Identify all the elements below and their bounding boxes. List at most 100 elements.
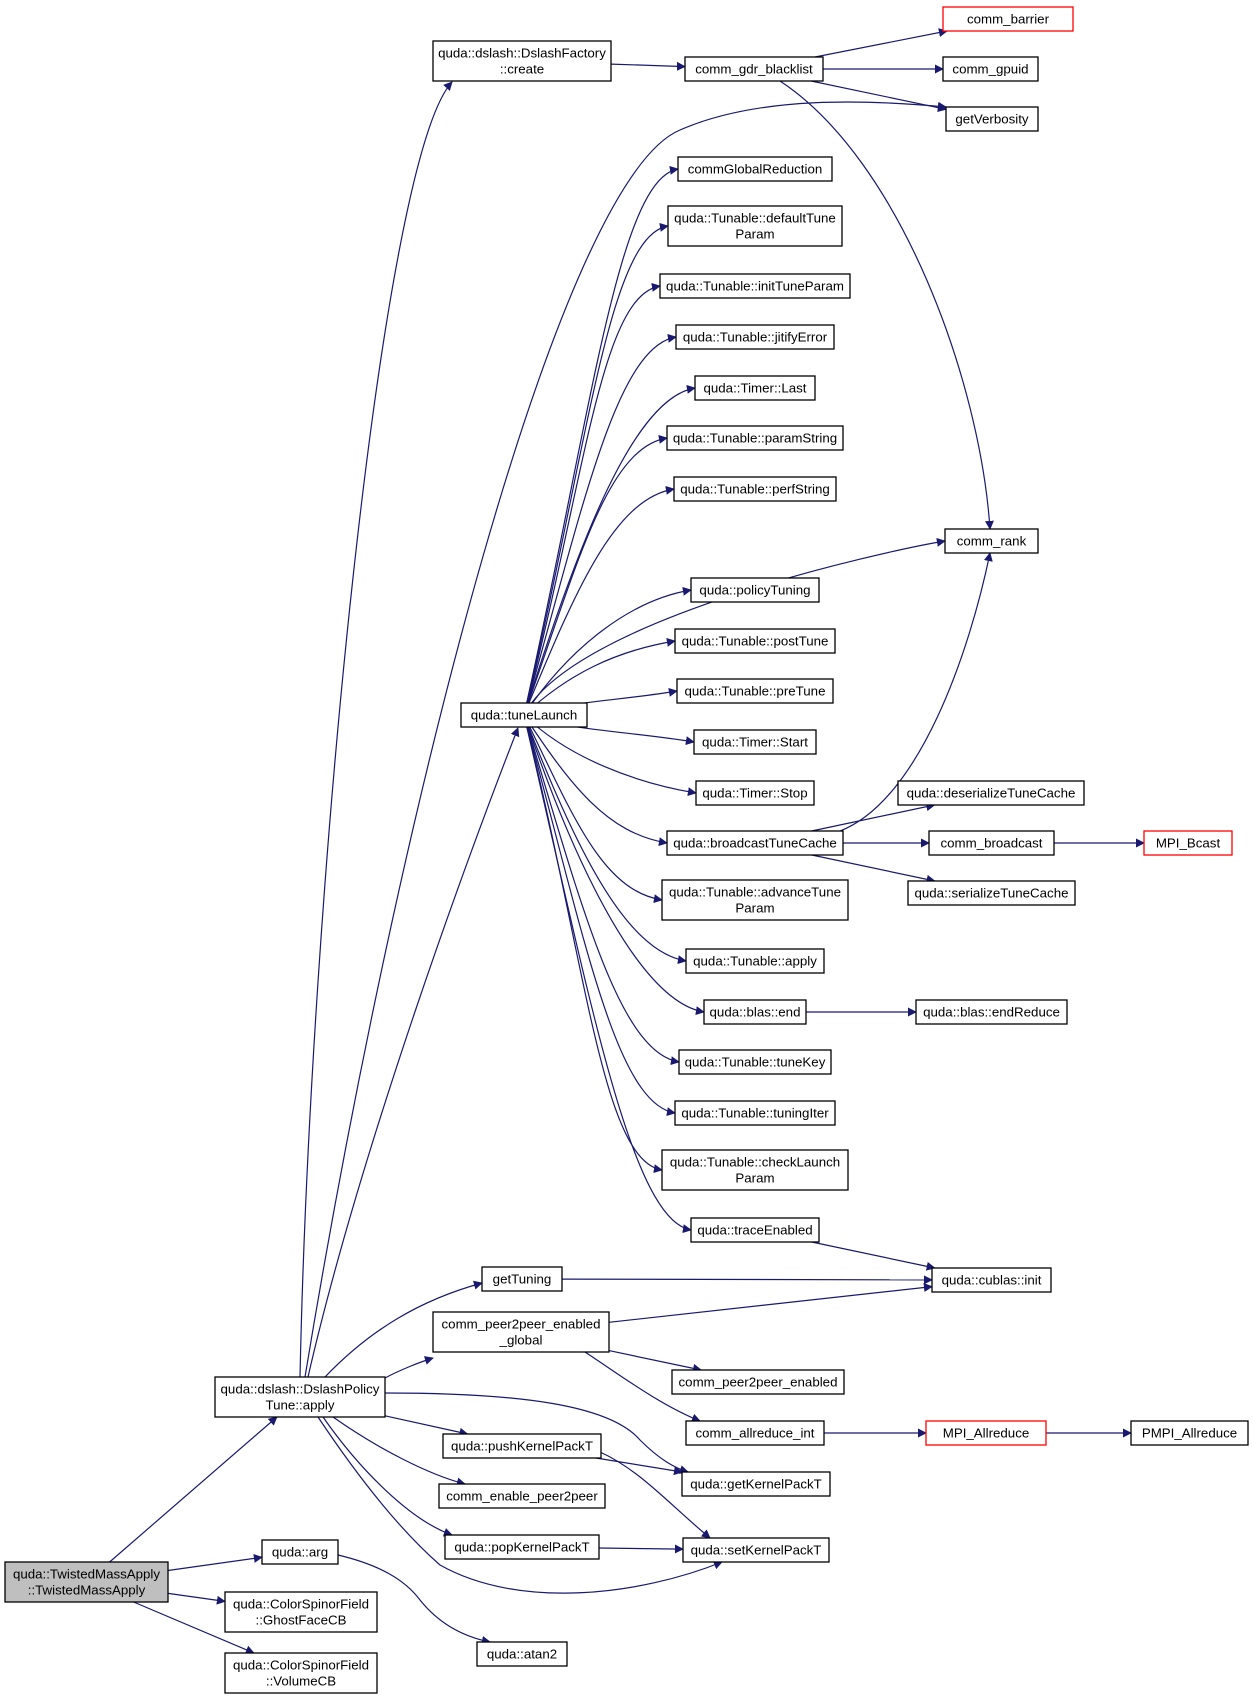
node-comm_enable_peer2peer[interactable]: comm_enable_peer2peer	[438, 1483, 606, 1509]
node-box	[661, 879, 849, 921]
node-root[interactable]: quda::TwistedMassApply::TwistedMassApply	[4, 1561, 169, 1603]
node-policytuning[interactable]: quda::policyTuning	[690, 577, 820, 603]
node-label: quda::Tunable::tuningIter	[681, 1106, 829, 1121]
node-label: quda::blas::end	[710, 1005, 801, 1020]
node-timer_stop[interactable]: quda::Timer::Stop	[695, 780, 815, 806]
edge-tunelaunch-to-broadcasttunecache	[523, 714, 668, 847]
node-label: quda::Tunable::checkLaunch	[670, 1155, 840, 1170]
node-mpi_allreduce[interactable]: MPI_Allreduce	[925, 1420, 1047, 1446]
node-dslashfactory_create[interactable]: quda::dslash::DslashFactory::create	[432, 40, 612, 82]
node-box	[224, 1591, 378, 1633]
node-deserializetunecache[interactable]: quda::deserializeTuneCache	[897, 780, 1085, 806]
edge-dslashpolicytune_apply-to-tunelaunch	[307, 727, 520, 1378]
node-comm_barrier[interactable]: comm_barrier	[942, 6, 1074, 32]
edge-dslashpolicytune_apply-to-getverbosity	[304, 101, 947, 1378]
node-gettuning[interactable]: getTuning	[481, 1266, 563, 1292]
node-posttune[interactable]: quda::Tunable::postTune	[674, 628, 836, 654]
node-tuningiter[interactable]: quda::Tunable::tuningIter	[674, 1100, 836, 1126]
node-comm_broadcast[interactable]: comm_broadcast	[928, 830, 1055, 856]
node-label: quda::Tunable::preTune	[685, 684, 826, 699]
node-volumecb[interactable]: quda::ColorSpinorField::VolumeCB	[224, 1652, 378, 1694]
node-label: quda::Tunable::tuneKey	[685, 1055, 826, 1070]
node-box	[693, 729, 817, 755]
node-tunable_apply[interactable]: quda::Tunable::apply	[685, 948, 825, 974]
node-ghostfacecb[interactable]: quda::ColorSpinorField::GhostFaceCB	[224, 1591, 378, 1633]
node-label: quda::tuneLaunch	[471, 708, 577, 723]
node-pmpi_allreduce[interactable]: PMPI_Allreduce	[1130, 1420, 1249, 1446]
edge-tunelaunch-to-tuningiter	[523, 714, 676, 1117]
edge-dslashpolicytune_apply-to-setkernelpackt	[317, 1416, 723, 1594]
node-label: quda::cublas::init	[942, 1273, 1042, 1288]
node-label: MPI_Bcast	[1156, 836, 1221, 851]
node-comm_peer2peer_enabled_global[interactable]: comm_peer2peer_enabled_global	[432, 1311, 610, 1353]
node-label: comm_barrier	[967, 12, 1050, 27]
node-timer_start[interactable]: quda::Timer::Start	[693, 729, 817, 755]
node-box	[925, 1420, 1047, 1446]
node-comm_allreduce_int[interactable]: comm_allreduce_int	[685, 1420, 825, 1446]
node-box	[945, 106, 1039, 132]
node-pretune[interactable]: quda::Tunable::preTune	[676, 678, 834, 704]
node-paramstring[interactable]: quda::Tunable::paramString	[666, 425, 844, 451]
node-quda_atan2[interactable]: quda::atan2	[476, 1641, 568, 1667]
node-box	[685, 948, 825, 974]
node-serializetunecache[interactable]: quda::serializeTuneCache	[907, 880, 1076, 906]
node-comm_gdr_blacklist[interactable]: comm_gdr_blacklist	[684, 56, 824, 82]
edge-tunelaunch-to-policytuning	[523, 586, 692, 716]
edge-dslashpolicytune_apply-to-getkernelpackt	[384, 1392, 689, 1474]
node-label: getTuning	[493, 1272, 552, 1287]
node-inittuneparam[interactable]: quda::Tunable::initTuneParam	[659, 273, 851, 299]
node-perfstring[interactable]: quda::Tunable::perfString	[673, 476, 837, 502]
node-tunelaunch[interactable]: quda::tuneLaunch	[460, 702, 588, 728]
node-label: quda::dslash::DslashFactory	[438, 46, 606, 61]
node-comm_peer2peer_enabled[interactable]: comm_peer2peer_enabled	[671, 1369, 845, 1395]
edge-tunelaunch-to-traceenabled	[523, 714, 692, 1234]
node-label: quda::broadcastTuneCache	[673, 836, 837, 851]
node-getkernelpackt[interactable]: quda::getKernelPackT	[681, 1471, 831, 1497]
node-label: ::GhostFaceCB	[256, 1613, 347, 1628]
node-blas_end[interactable]: quda::blas::end	[703, 999, 807, 1025]
node-label: quda::pushKernelPackT	[451, 1439, 593, 1454]
node-jitifyerror[interactable]: quda::Tunable::jitifyError	[675, 324, 835, 350]
node-box	[666, 830, 844, 856]
node-box	[673, 476, 837, 502]
node-label: quda::Tunable::advanceTune	[669, 885, 841, 900]
node-label: comm_peer2peer_enabled	[679, 1375, 838, 1390]
node-box	[695, 780, 815, 806]
edge-tunelaunch-to-posttune	[523, 637, 676, 716]
node-blas_endreduce[interactable]: quda::blas::endReduce	[915, 999, 1068, 1025]
node-cublas_init[interactable]: quda::cublas::init	[931, 1267, 1052, 1293]
node-pushkernelpackt[interactable]: quda::pushKernelPackT	[442, 1433, 602, 1459]
edge-tunelaunch-to-perfstring	[523, 485, 675, 716]
node-box	[944, 528, 1039, 554]
node-box	[931, 1267, 1052, 1293]
edge-tunelaunch-to-tunable_apply	[523, 714, 687, 965]
node-commglobalreduction[interactable]: commGlobalReduction	[677, 156, 833, 182]
node-broadcasttunecache[interactable]: quda::broadcastTuneCache	[666, 830, 844, 856]
edge-popkernelpackt-to-setkernelpackt	[598, 1544, 684, 1554]
edge-comm_gdr_blacklist-to-comm_barrier	[814, 28, 948, 58]
node-setkernelpackt[interactable]: quda::setKernelPackT	[682, 1537, 830, 1563]
node-popkernelpackt[interactable]: quda::popKernelPackT	[444, 1534, 600, 1560]
node-comm_gpuid[interactable]: comm_gpuid	[942, 56, 1039, 82]
node-box	[682, 1537, 830, 1563]
node-box	[667, 205, 843, 247]
edge-root-to-quda_arg	[167, 1553, 263, 1572]
node-mpi_bcast[interactable]: MPI_Bcast	[1143, 830, 1233, 856]
node-label: comm_broadcast	[941, 836, 1043, 851]
node-timer_last[interactable]: quda::Timer::Last	[694, 375, 816, 401]
node-getverbosity[interactable]: getVerbosity	[945, 106, 1039, 132]
node-comm_rank[interactable]: comm_rank	[944, 528, 1039, 554]
node-box	[438, 1483, 606, 1509]
node-label: quda::deserializeTuneCache	[907, 786, 1076, 801]
edge-dslashpolicytune_apply-to-popkernelpackt	[322, 1416, 453, 1537]
edge-comm_peer2peer_enabled_global-to-cublas_init	[608, 1283, 933, 1323]
node-quda_arg[interactable]: quda::arg	[261, 1539, 339, 1565]
node-tunekey[interactable]: quda::Tunable::tuneKey	[678, 1049, 832, 1075]
node-box	[897, 780, 1085, 806]
node-traceenabled[interactable]: quda::traceEnabled	[690, 1217, 820, 1243]
